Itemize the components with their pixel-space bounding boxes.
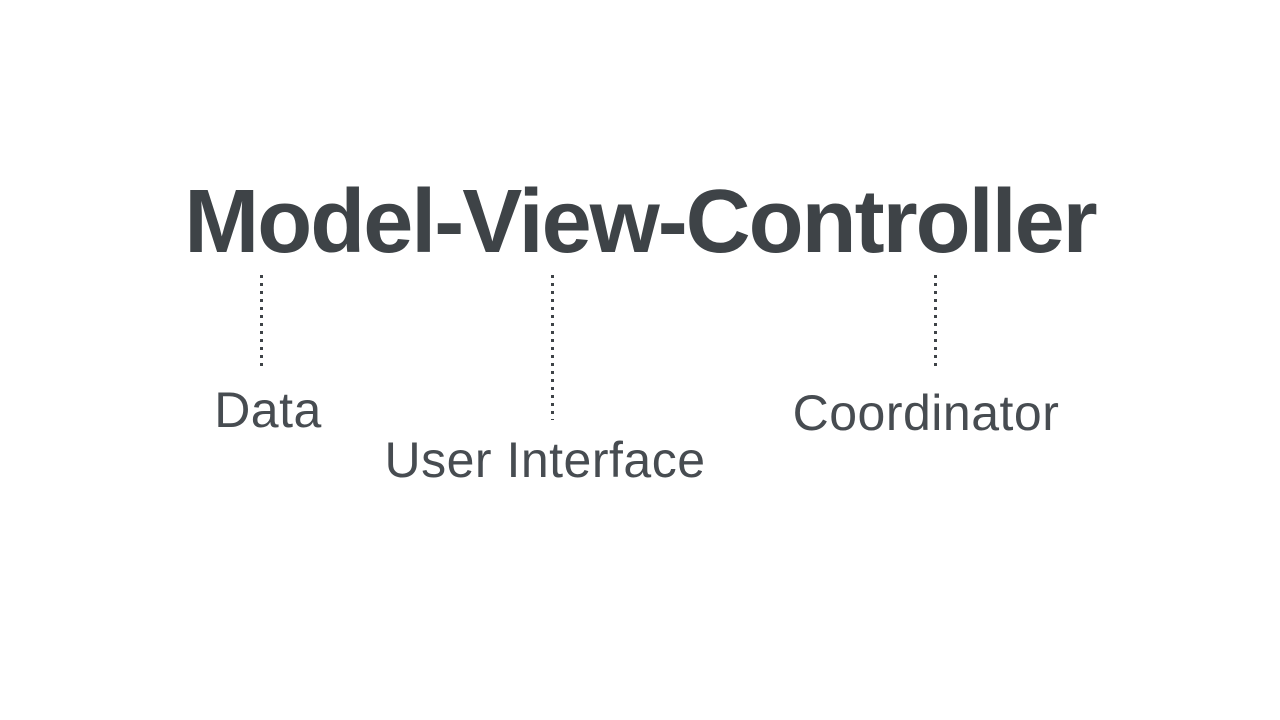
label-controller-meaning: Coordinator [792, 385, 1060, 441]
dotted-connector-model [260, 275, 263, 369]
label-model-meaning: Data [214, 382, 322, 438]
dotted-connector-controller [934, 275, 937, 371]
diagram-title: Model-View-Controller [184, 172, 1097, 272]
label-view-meaning: User Interface [384, 432, 706, 488]
dotted-connector-view [551, 275, 554, 420]
